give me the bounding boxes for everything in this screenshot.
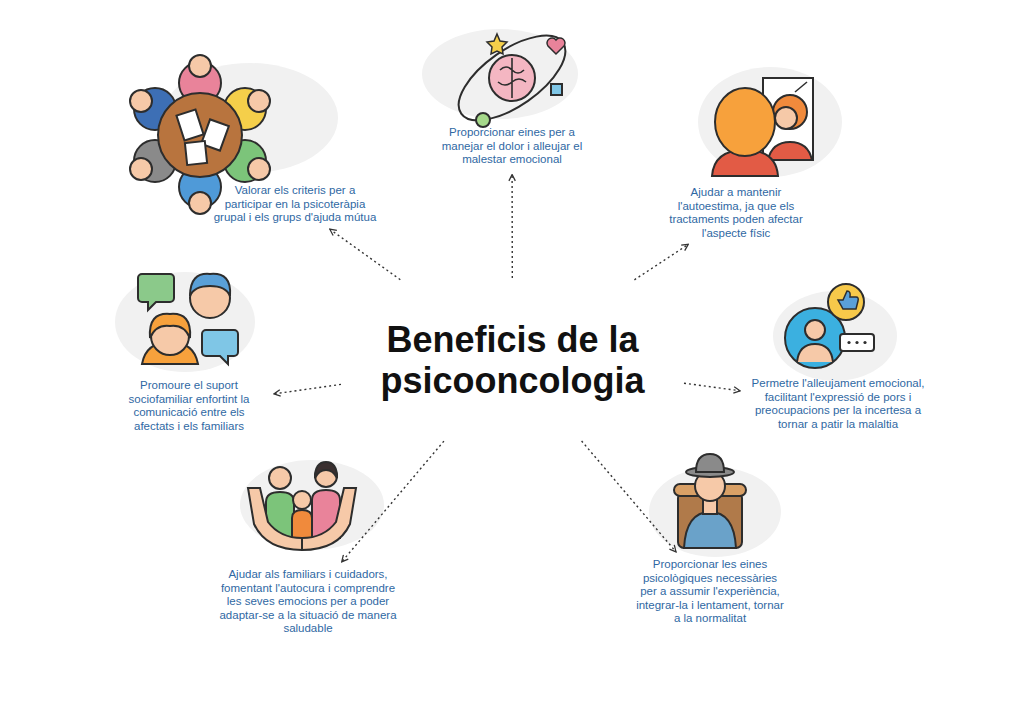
icon-part xyxy=(189,192,211,214)
icon-part xyxy=(269,467,291,489)
benefit-text: Ajudar als familiars i cuidadors, foment… xyxy=(216,568,400,636)
icon-part xyxy=(176,110,203,141)
icon-part xyxy=(240,460,384,550)
icon-part xyxy=(487,34,507,54)
heading-text: Beneficis de la psicooncologia xyxy=(363,319,662,401)
icon-part xyxy=(715,88,775,156)
benefit-label: Promoure el suport sociofamiliar enforti… xyxy=(112,379,266,433)
icon-part xyxy=(130,90,152,112)
icon-part xyxy=(190,274,230,296)
icon-part xyxy=(795,82,807,92)
icon-part xyxy=(696,454,724,472)
family-talk-icon xyxy=(115,272,255,372)
icon-part xyxy=(773,95,807,129)
benefit-text: Promoure el suport sociofamiliar enforti… xyxy=(112,379,266,433)
icon-part xyxy=(498,58,526,98)
benefit-text: Proporcionar eines per a manejar el dolo… xyxy=(430,126,594,167)
icon-part xyxy=(775,107,797,129)
benefit-text: Ajudar a mantenir l'autoestima, ja que e… xyxy=(660,186,812,240)
benefit-label: Ajudar als familiars i cuidadors, foment… xyxy=(216,568,400,636)
icon-part xyxy=(185,141,207,165)
icon-part xyxy=(828,284,864,320)
icon-part xyxy=(158,93,242,177)
icon-part xyxy=(838,291,858,309)
dotted-arrow xyxy=(330,229,401,280)
icon-part xyxy=(189,55,211,77)
benefit-label: Proporcionar les eines psicològiques nec… xyxy=(633,558,787,626)
icon-part xyxy=(649,467,781,557)
icon-part xyxy=(302,488,356,550)
icon-part xyxy=(130,158,152,180)
icon-part xyxy=(551,84,562,95)
mirror-selfesteem-icon xyxy=(698,67,842,177)
icon-part xyxy=(248,90,270,112)
icon-part xyxy=(547,38,565,54)
icon-part xyxy=(476,113,490,127)
caregivers-icon xyxy=(240,460,384,550)
benefit-label: Ajudar a mantenir l'autoestima, ja que e… xyxy=(660,186,812,240)
icon-part xyxy=(805,320,825,340)
dotted-arrow xyxy=(511,175,513,279)
benefit-label: Valorar els criteris per a participar en… xyxy=(212,184,378,225)
icon-part xyxy=(863,341,866,344)
emotional-relief-icon xyxy=(773,284,897,381)
icon-part xyxy=(202,330,238,364)
dotted-arrow xyxy=(634,244,688,279)
icon-part xyxy=(248,488,302,550)
icon-part xyxy=(315,462,337,478)
icon-part xyxy=(768,142,812,160)
benefit-text: Valorar els criteris per a participar en… xyxy=(212,184,378,225)
benefit-label: Proporcionar eines per a manejar el dolo… xyxy=(430,126,594,167)
benefit-label: Permetre l'alleujament emocional, facili… xyxy=(748,377,928,431)
dotted-arrow xyxy=(582,441,676,552)
benefit-text: Proporcionar les eines psicològiques nec… xyxy=(633,558,787,626)
icon-part xyxy=(855,341,858,344)
central-heading: Beneficis de la psicooncologia xyxy=(345,282,680,438)
icon-part xyxy=(150,314,190,338)
icon-part xyxy=(248,158,270,180)
icon-part xyxy=(115,272,255,372)
icon-part xyxy=(138,274,174,310)
dotted-arrow xyxy=(684,383,740,391)
dotted-arrow xyxy=(342,441,444,562)
icon-part xyxy=(293,491,311,509)
dotted-arrow xyxy=(274,384,341,394)
icon-part xyxy=(698,67,842,177)
icon-part xyxy=(684,512,736,548)
icon-part xyxy=(847,341,850,344)
hiker-icon xyxy=(649,454,781,557)
icon-part xyxy=(840,334,874,351)
icon-part xyxy=(797,344,833,362)
icon-part xyxy=(292,510,312,540)
icon-part xyxy=(445,20,579,137)
icon-part xyxy=(422,29,578,119)
brain-orbit-icon xyxy=(422,20,579,137)
benefit-text: Permetre l'alleujament emocional, facili… xyxy=(748,377,928,431)
icon-part xyxy=(489,55,535,101)
